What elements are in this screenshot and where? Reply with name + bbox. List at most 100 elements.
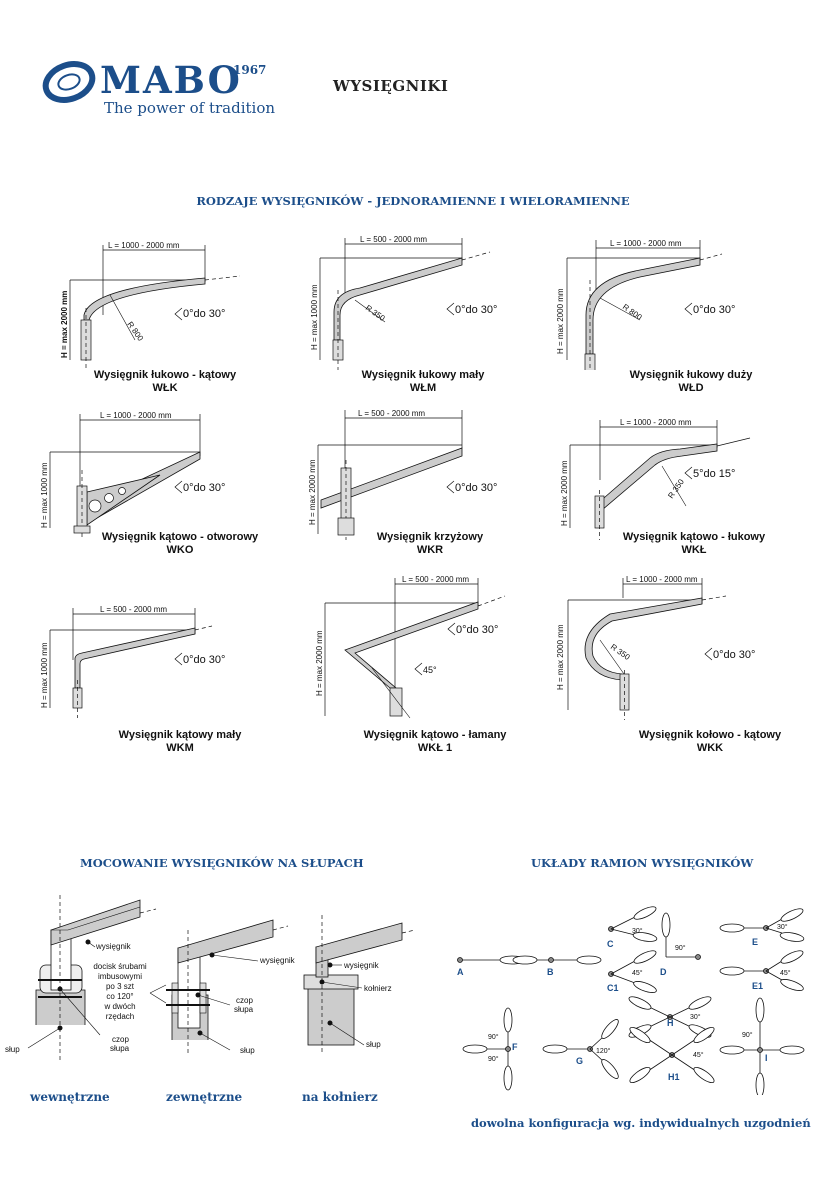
svg-text:L = 500 - 2000 mm: L = 500 - 2000 mm	[100, 605, 167, 614]
svg-text:L = 500 - 2000 mm: L = 500 - 2000 mm	[358, 409, 425, 418]
svg-text:0°do 30°: 0°do 30°	[455, 482, 497, 494]
svg-text:H = max 2000 mm: H = max 2000 mm	[60, 291, 69, 358]
svg-text:E1: E1	[752, 981, 763, 991]
svg-text:L = 500 - 2000 mm: L = 500 - 2000 mm	[360, 235, 427, 244]
svg-text:czop: czop	[236, 996, 253, 1005]
mabo-logo-icon	[42, 61, 96, 103]
svg-text:w dwóch: w dwóch	[103, 1002, 135, 1011]
svg-text:30°: 30°	[632, 927, 643, 935]
svg-text:docisk śrubami: docisk śrubami	[93, 962, 147, 971]
arm-diagrams-row-1: L = 1000 - 2000 mm H = max 2000 mm R 800…	[60, 235, 735, 370]
svg-text:H = max 1000 mm: H = max 1000 mm	[310, 284, 319, 350]
svg-text:45°: 45°	[423, 665, 437, 675]
svg-text:słupa: słupa	[110, 1044, 130, 1053]
svg-text:30°: 30°	[777, 923, 788, 931]
logo-tagline: The power of tradition	[104, 99, 276, 117]
diagram-wko: L = 1000 - 2000 mm H = max 1000 mm 0°do …	[40, 411, 225, 540]
diagram-wlk: L = 1000 - 2000 mm H = max 2000 mm R 800…	[60, 241, 241, 370]
svg-text:45°: 45°	[693, 1051, 704, 1059]
svg-text:I: I	[765, 1053, 768, 1063]
config-note: dowolna konfiguracja wg. indywidualnych …	[471, 1116, 811, 1130]
arm-diagrams-row-3: L = 500 - 2000 mm H = max 1000 mm 0°do 3…	[40, 575, 755, 720]
svg-text:H = max 2000 mm: H = max 2000 mm	[556, 288, 565, 354]
svg-text:0°do 30°: 0°do 30°	[693, 304, 735, 316]
section-mounting-title: MOCOWANIE WYSIĘGNIKÓW NA SŁUPACH	[80, 856, 364, 870]
svg-text:H1: H1	[668, 1072, 680, 1082]
svg-text:0°do 30°: 0°do 30°	[455, 304, 497, 316]
diagram-wkl: L = 1000 - 2000 mm H = max 2000 mm R 350…	[560, 418, 751, 540]
svg-text:R 800: R 800	[621, 302, 644, 322]
svg-text:L = 1000 - 2000 mm: L = 1000 - 2000 mm	[108, 241, 180, 250]
arm-layout-diagrams: A B C C1 D E E1 F G H H1 I 30° 45° 90° 3…	[457, 906, 805, 1095]
diagram-wld: L = 1000 - 2000 mm H = max 2000 mm R 800…	[556, 239, 735, 370]
svg-text:L = 1000 - 2000 mm: L = 1000 - 2000 mm	[626, 575, 698, 584]
svg-text:wysięgnik: wysięgnik	[95, 942, 132, 951]
svg-text:H = max 2000 mm: H = max 2000 mm	[556, 624, 565, 690]
svg-text:L = 1000 - 2000 mm: L = 1000 - 2000 mm	[100, 411, 172, 420]
mount-external: wysięgnik czop słupa słup	[149, 919, 296, 1055]
svg-text:0°do 30°: 0°do 30°	[183, 308, 225, 320]
svg-text:D: D	[660, 967, 667, 977]
svg-text:po 3 szt: po 3 szt	[106, 982, 135, 991]
svg-text:słup: słup	[5, 1045, 20, 1054]
svg-text:E: E	[752, 937, 758, 947]
svg-text:L = 1000 - 2000 mm: L = 1000 - 2000 mm	[610, 239, 682, 248]
svg-text:5°do 15°: 5°do 15°	[693, 468, 735, 480]
svg-text:co 120°: co 120°	[106, 992, 133, 1001]
svg-text:H = max 2000 mm: H = max 2000 mm	[560, 460, 569, 526]
svg-text:45°: 45°	[632, 969, 643, 977]
svg-text:R 800: R 800	[125, 320, 145, 343]
diagram-wkr: L = 500 - 2000 mm H = max 2000 mm 0°do 3…	[308, 409, 497, 540]
mount-type-external: zewnętrzne	[166, 1090, 243, 1104]
svg-text:R 350: R 350	[609, 642, 632, 662]
svg-text:A: A	[457, 967, 464, 977]
svg-text:B: B	[547, 967, 554, 977]
svg-text:90°: 90°	[675, 944, 686, 952]
logo-wordmark: MABO	[100, 58, 242, 102]
diagram-wkl1: L = 500 - 2000 mm H = max 2000 mm 0°do 3…	[315, 575, 506, 719]
svg-text:H: H	[667, 1018, 674, 1028]
svg-text:C1: C1	[607, 983, 619, 993]
svg-text:120°: 120°	[596, 1047, 611, 1055]
svg-text:H = max 1000 mm: H = max 1000 mm	[40, 462, 49, 528]
svg-text:czop: czop	[112, 1035, 129, 1044]
svg-text:G: G	[576, 1056, 583, 1066]
svg-text:F: F	[512, 1042, 518, 1052]
diagram-wkk: L = 1000 - 2000 mm H = max 2000 mm R 350…	[556, 575, 755, 720]
svg-text:kołnierz: kołnierz	[364, 984, 392, 993]
svg-text:90°: 90°	[488, 1033, 499, 1041]
svg-text:imbusowymi: imbusowymi	[98, 972, 142, 981]
svg-text:słup: słup	[366, 1040, 381, 1049]
svg-text:90°: 90°	[488, 1055, 499, 1063]
section-layouts-title: UKŁADY RAMION WYSIĘGNIKÓW	[531, 856, 754, 870]
mount-internal: wysięgnik słup czop słupa docisk śrubami…	[5, 895, 157, 1060]
diagram-wlm: L = 500 - 2000 mm H = max 1000 mm R 350 …	[310, 235, 497, 370]
svg-text:rzędach: rzędach	[106, 1012, 134, 1021]
section-types-title: RODZAJE WYSIĘGNIKÓW - JEDNORAMIENNE I WI…	[196, 194, 630, 208]
svg-text:R 350: R 350	[666, 477, 686, 500]
svg-text:L = 500 - 2000 mm: L = 500 - 2000 mm	[402, 575, 469, 584]
logo-year: 1967	[233, 63, 267, 77]
svg-text:0°do 30°: 0°do 30°	[713, 649, 755, 661]
svg-text:H = max 2000 mm: H = max 2000 mm	[308, 459, 317, 525]
svg-text:wysięgnik: wysięgnik	[259, 956, 296, 965]
svg-text:0°do 30°: 0°do 30°	[456, 624, 498, 636]
svg-text:90°: 90°	[742, 1031, 753, 1039]
page-title: WYSIĘGNIKI	[333, 77, 449, 95]
svg-text:0°do 30°: 0°do 30°	[183, 654, 225, 666]
svg-text:słupa: słupa	[234, 1005, 254, 1014]
svg-text:L = 1000 - 2000 mm: L = 1000 - 2000 mm	[620, 418, 692, 427]
svg-text:H = max 2000 mm: H = max 2000 mm	[315, 630, 324, 696]
svg-text:słup: słup	[240, 1046, 255, 1055]
svg-text:0°do 30°: 0°do 30°	[183, 482, 225, 494]
svg-text:30°: 30°	[690, 1013, 701, 1021]
